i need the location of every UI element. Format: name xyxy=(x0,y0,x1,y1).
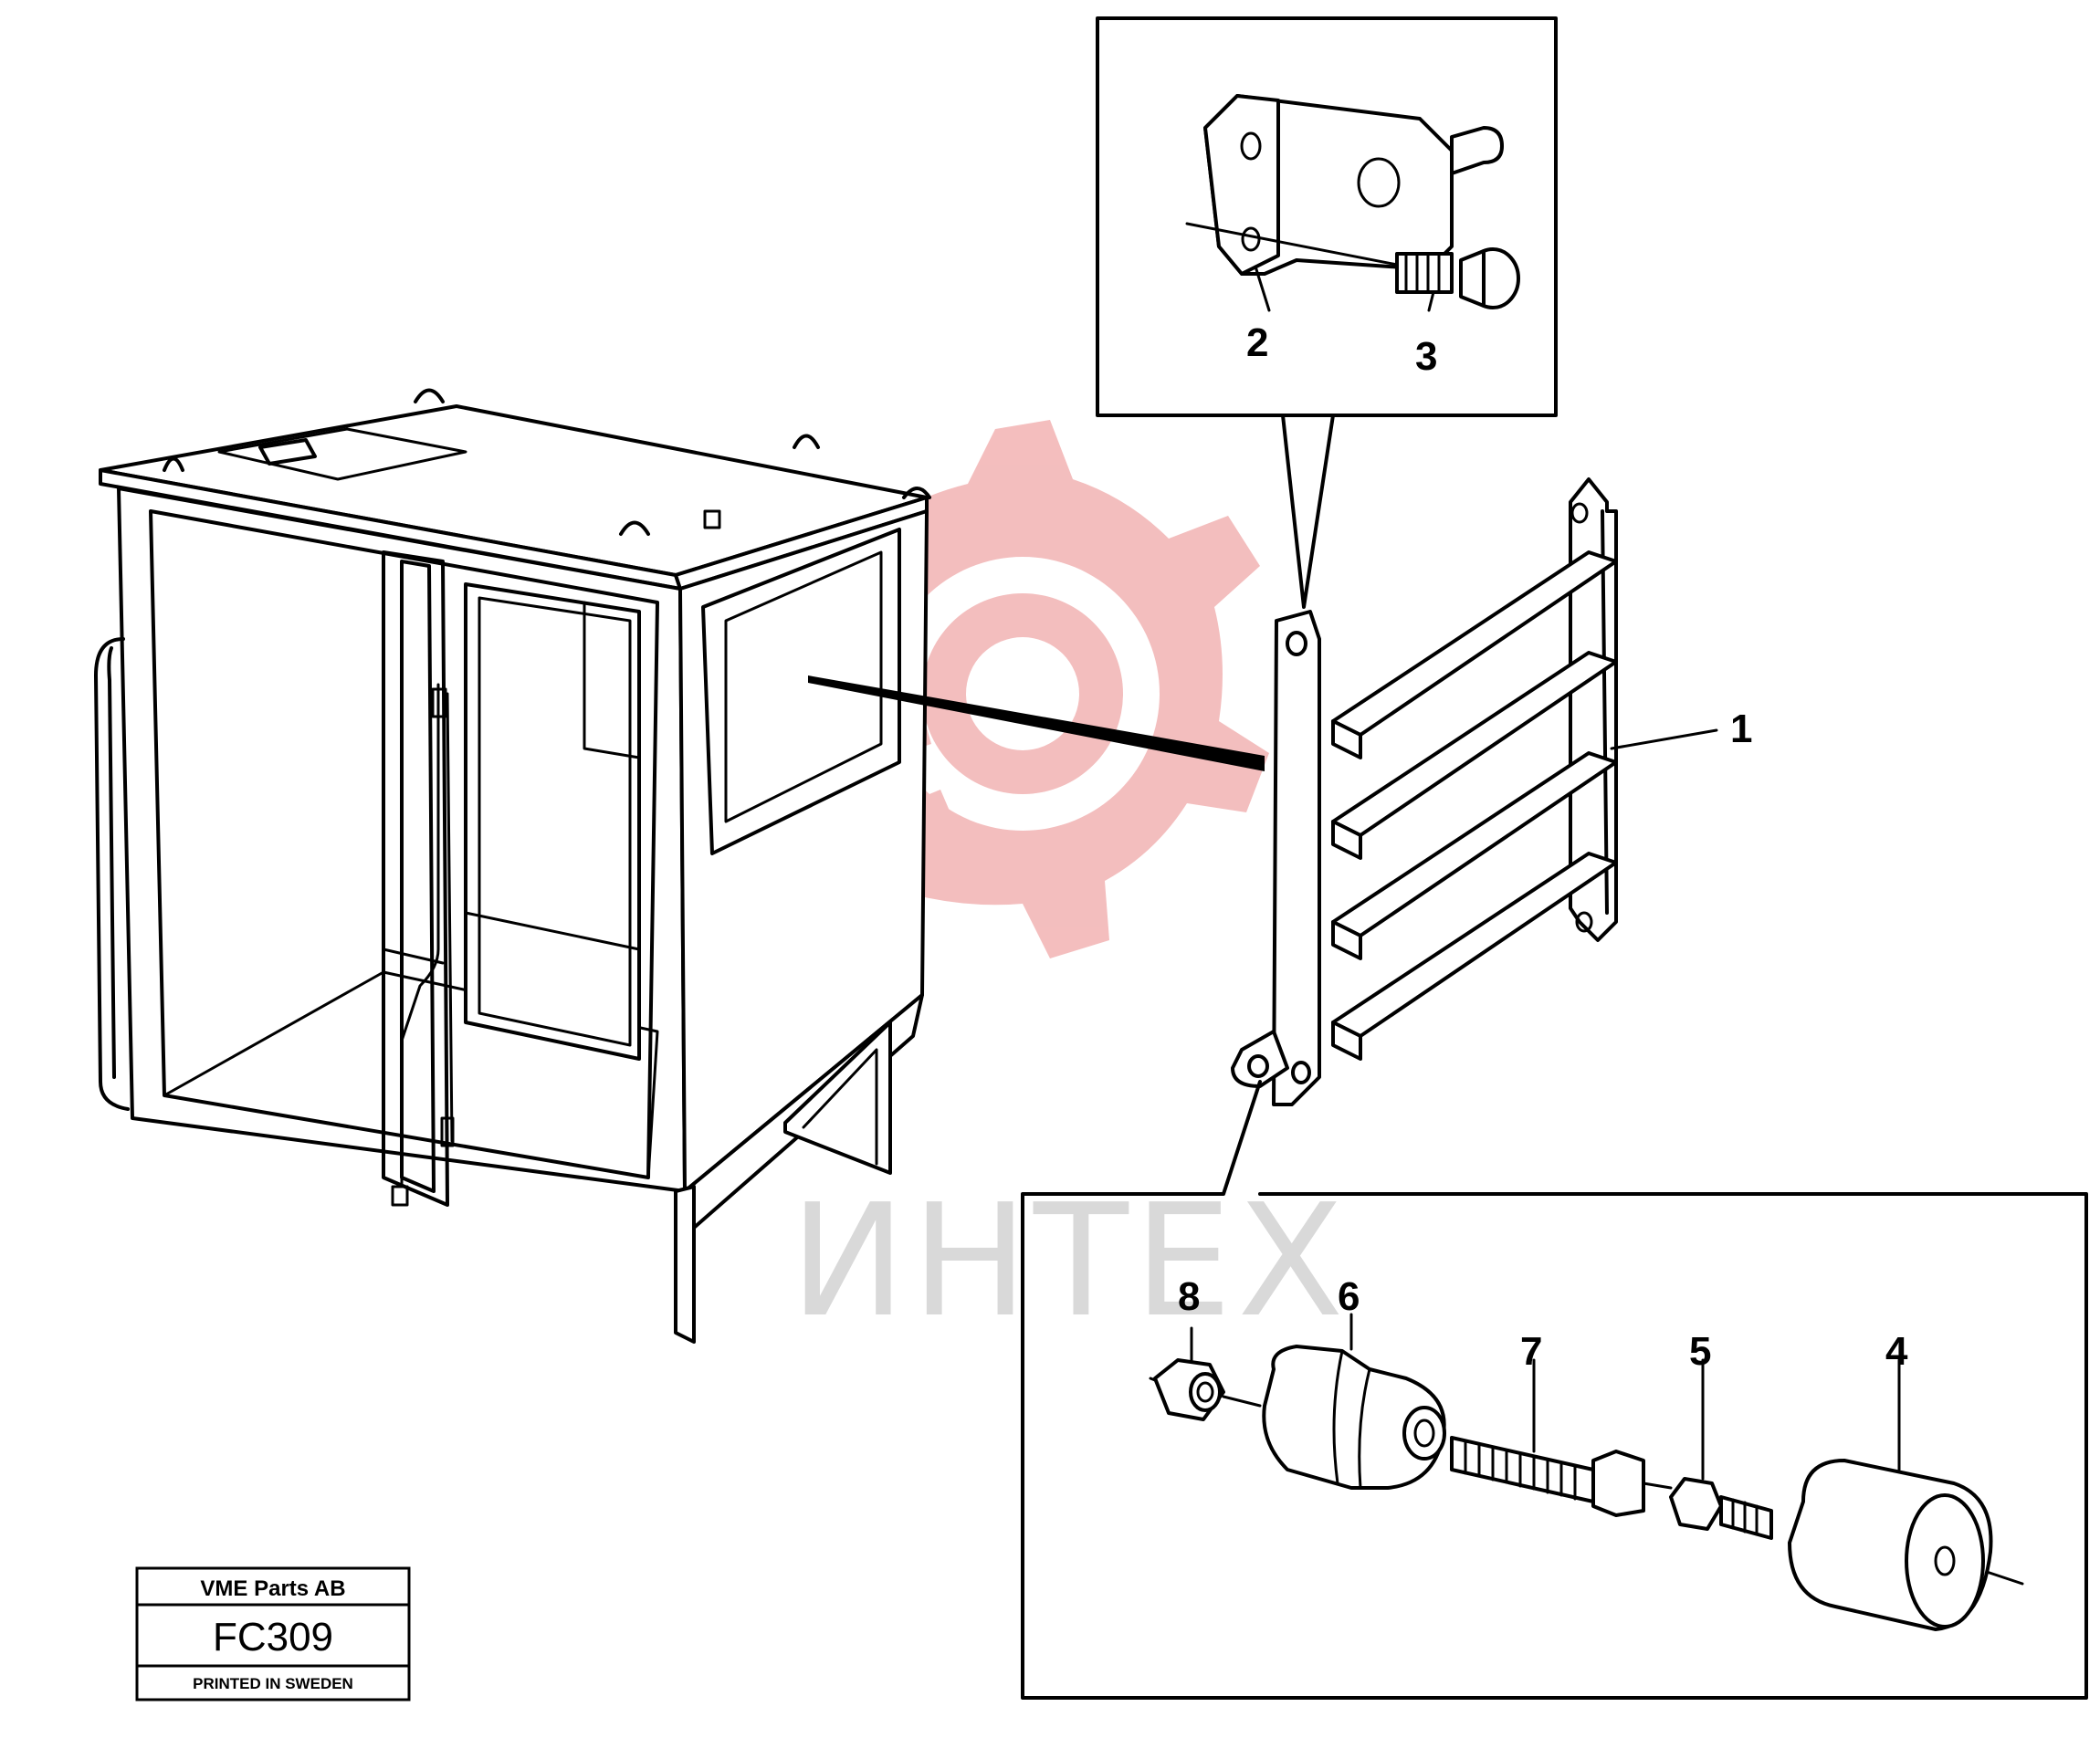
title-block-code: FC309 xyxy=(213,1615,333,1659)
cab-to-louvre-leader xyxy=(808,675,1265,771)
louvre-grille xyxy=(1231,477,1718,1106)
title-block-company: VME Parts AB xyxy=(200,1576,345,1601)
inset-damper-detail xyxy=(1021,1080,2088,1700)
callout-7: 7 xyxy=(1520,1329,1542,1374)
cab-assembly xyxy=(94,388,931,1344)
callout-5: 5 xyxy=(1689,1329,1711,1374)
callout-4: 4 xyxy=(1885,1329,1908,1374)
callout-3: 3 xyxy=(1415,334,1437,379)
callout-2: 2 xyxy=(1246,320,1268,365)
title-block-note: PRINTED IN SWEDEN xyxy=(193,1675,353,1692)
inset-bracket-detail xyxy=(1096,16,1558,609)
callout-6: 6 xyxy=(1338,1274,1360,1319)
watermark-text: ИНТЕХ xyxy=(790,1171,1349,1352)
callout-8: 8 xyxy=(1178,1274,1200,1319)
title-block: VME Parts AB FC309 PRINTED IN SWEDEN xyxy=(135,1566,411,1701)
callout-1: 1 xyxy=(1730,707,1752,751)
